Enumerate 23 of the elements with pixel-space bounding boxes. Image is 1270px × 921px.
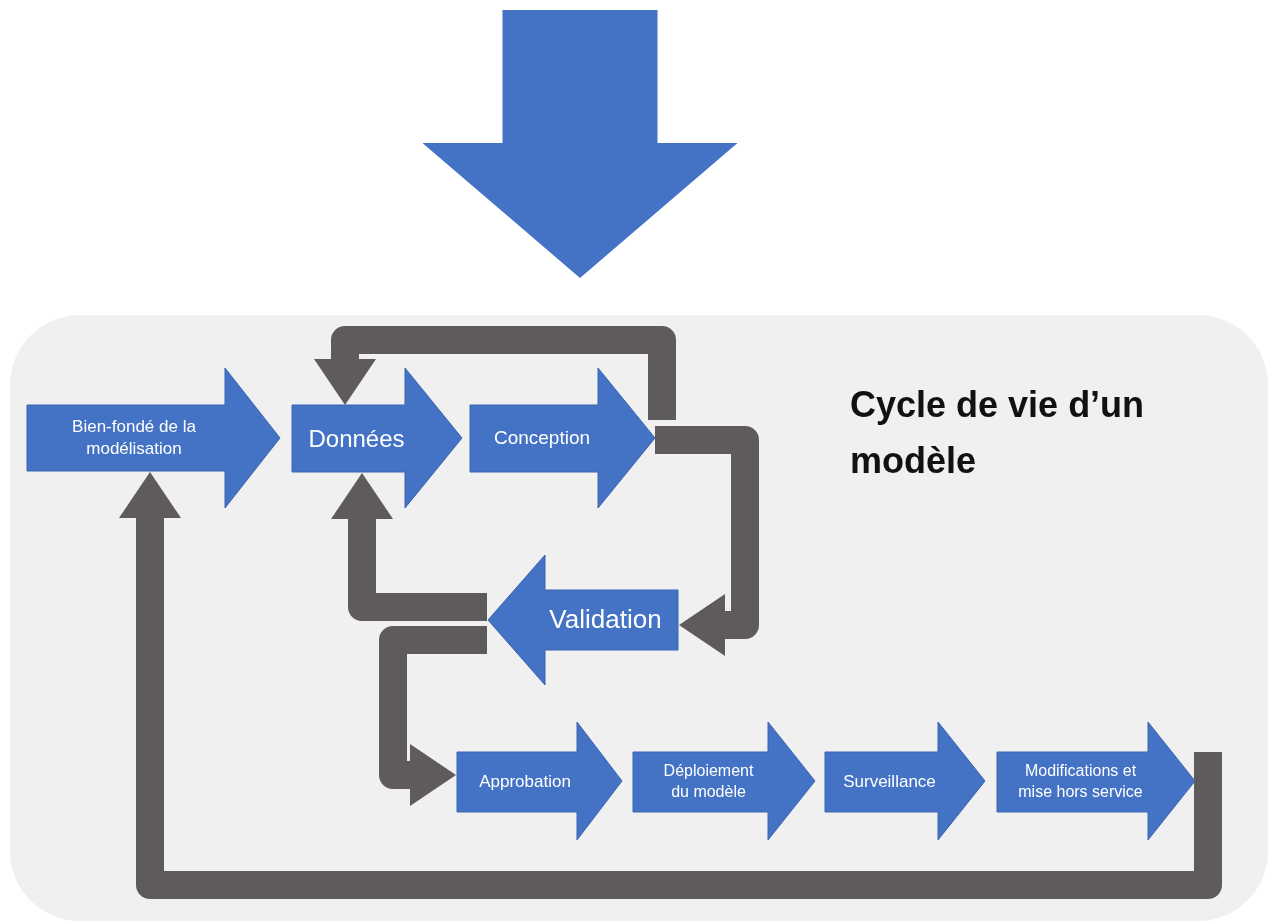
step-label: Modifications et mise hors service: [1017, 761, 1144, 802]
process-step: [633, 722, 815, 840]
step-label: Approbation: [478, 770, 572, 793]
connector-arrow: [331, 473, 487, 621]
process-step: [457, 722, 622, 840]
process-step: [27, 368, 280, 508]
process-step: [292, 368, 462, 508]
down-arrow: [422, 10, 738, 278]
step-label: Données: [307, 423, 406, 454]
step-label: Bien-fondé de la modélisation: [71, 415, 197, 460]
step-label: Surveillance: [842, 770, 937, 793]
panel-heading: Cycle de vie d’un modèle: [850, 383, 1146, 483]
process-step: [825, 722, 985, 840]
step-label: Conception: [492, 426, 592, 451]
connector-arrow: [379, 626, 487, 806]
process-step: [997, 722, 1195, 840]
step-label: Déploiement du modèle: [662, 761, 755, 802]
connector-arrow: [314, 326, 676, 420]
connector-arrow: [655, 426, 759, 656]
process-step: [470, 368, 655, 508]
process-step: [488, 555, 678, 685]
step-label: Validation: [548, 603, 663, 637]
connector-arrow: [119, 472, 1222, 899]
